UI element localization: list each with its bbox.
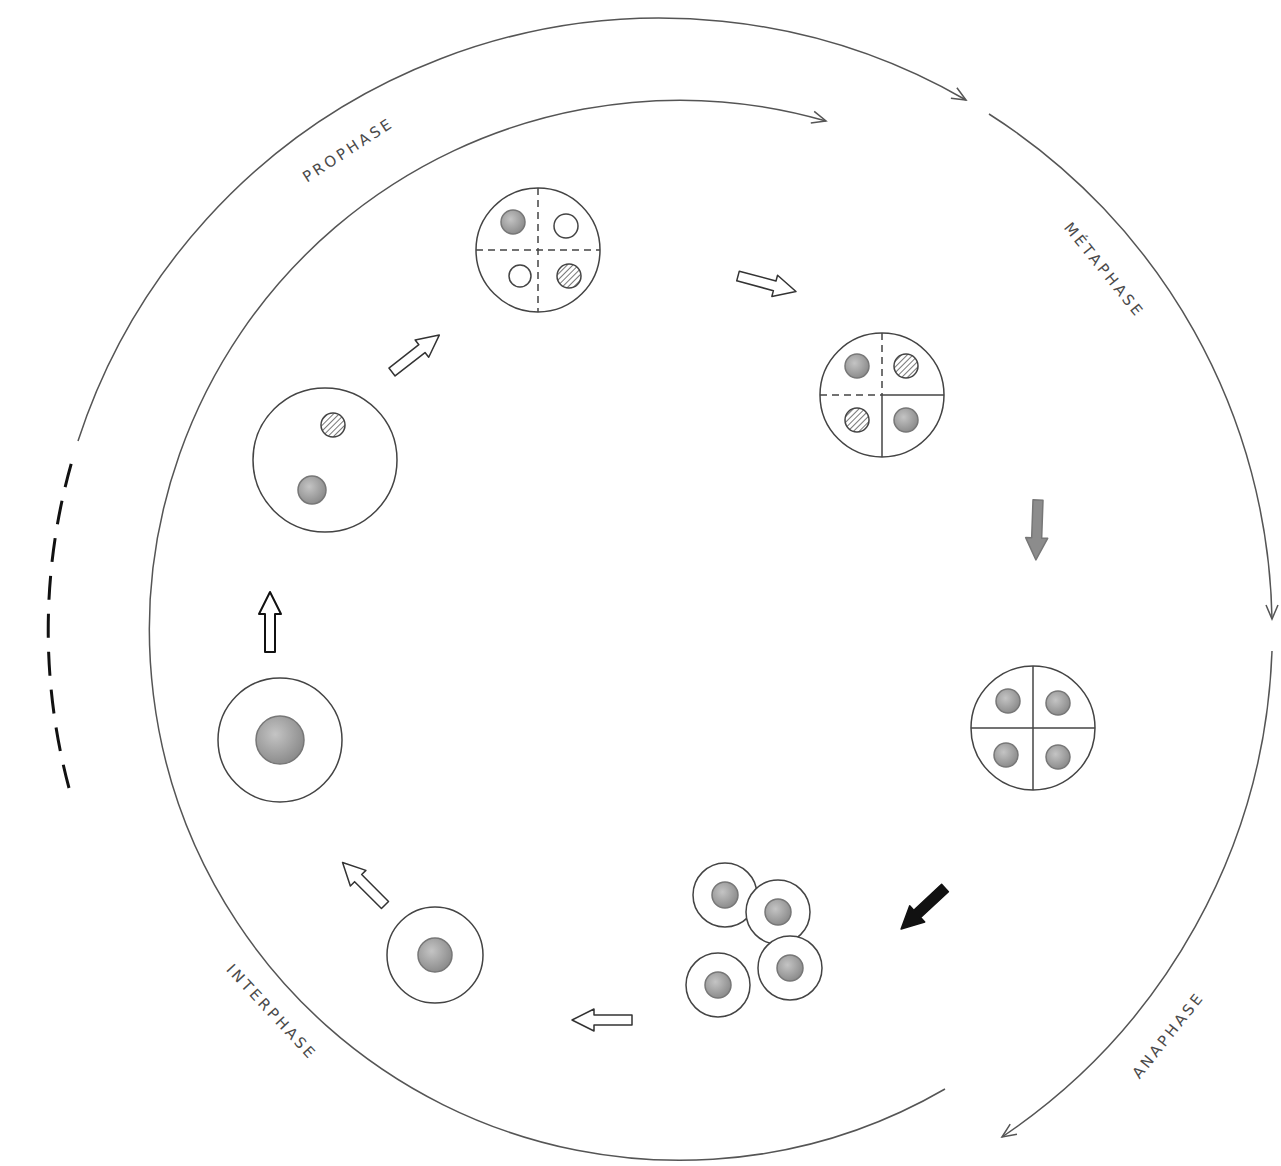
nucleus — [705, 972, 731, 998]
chromosome-dot — [501, 210, 525, 234]
chromosome-dot — [509, 265, 531, 287]
chromosome-dot — [994, 743, 1018, 767]
stage-arrow — [385, 326, 446, 380]
stage-arrow — [335, 855, 393, 913]
cell-outline — [218, 678, 342, 802]
chromosome-dot — [894, 354, 918, 378]
phase-label: PROPHASE — [300, 115, 396, 185]
stage-arrow — [572, 1009, 632, 1031]
chromosome-dot — [321, 413, 345, 437]
stage-arrows — [259, 265, 1049, 1031]
cell-outline — [758, 936, 822, 1000]
inner-cycle-arc — [149, 100, 945, 1160]
cell — [971, 666, 1095, 790]
nucleus — [777, 955, 803, 981]
nucleus — [765, 899, 791, 925]
stage-arrow — [259, 592, 281, 652]
nucleus — [712, 882, 738, 908]
nucleus — [256, 716, 304, 764]
cell — [476, 188, 600, 312]
cell-outline — [746, 880, 810, 944]
cell-outline — [387, 907, 483, 1003]
nucleus — [418, 938, 452, 972]
phase-label: INTERPHASE — [223, 961, 319, 1062]
arc-arrowhead — [811, 111, 826, 123]
stage-arrow — [735, 265, 799, 302]
cell-outline — [820, 333, 944, 457]
chromosome-dot — [1046, 691, 1070, 715]
chromosome-dot — [1046, 745, 1070, 769]
chromosome-dot — [894, 408, 918, 432]
arc-arrowhead — [1002, 1124, 1017, 1137]
arc-arrowhead — [951, 88, 966, 100]
dashed-arc — [48, 461, 72, 788]
chromosome-dot — [845, 354, 869, 378]
chromosome-dot — [845, 408, 869, 432]
daughter-cells — [686, 863, 822, 1017]
division-line — [820, 394, 882, 396]
stage-arrow — [894, 880, 953, 937]
division-line — [881, 333, 883, 395]
arc-arrowhead — [1266, 605, 1278, 619]
phase-label: ANAPHASE — [1130, 989, 1207, 1081]
cell-outline — [253, 388, 397, 532]
division-line — [882, 394, 944, 396]
cell — [218, 678, 342, 802]
division-line — [971, 727, 1095, 729]
cell — [387, 907, 483, 1003]
chromosome-dot — [298, 476, 326, 504]
phase-arcs — [48, 18, 1278, 1160]
cell — [820, 333, 944, 457]
chromosome-dot — [554, 214, 578, 238]
cell-outline — [476, 188, 600, 312]
stage-arrow — [1025, 500, 1049, 561]
cell-outline — [971, 666, 1095, 790]
phase-label: MÉTAPHASE — [1061, 220, 1146, 321]
metaphase-arc — [989, 114, 1272, 619]
chromosome-dot — [557, 264, 581, 288]
cell — [253, 388, 397, 532]
chromosome-dot — [996, 689, 1020, 713]
cell-outline — [686, 953, 750, 1017]
division-line — [881, 395, 883, 457]
division-line — [476, 249, 600, 251]
